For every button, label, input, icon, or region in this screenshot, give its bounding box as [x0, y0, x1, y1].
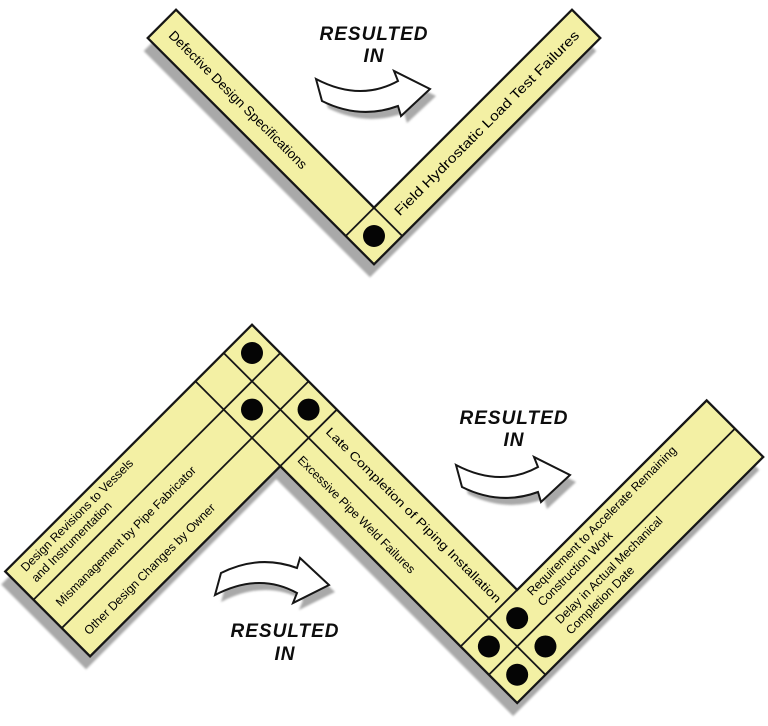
bar-divider-line	[373, 207, 403, 237]
resulted-in-label: RESULTED	[320, 24, 429, 45]
bar-divider-line	[194, 380, 281, 467]
resulted-in-label: RESULTED	[231, 621, 340, 642]
bar-divider-line	[223, 352, 547, 676]
cause-bar-label: Defective Design Specifications	[166, 28, 310, 172]
curved-arrow-icon	[213, 556, 331, 606]
bar-divider-line	[61, 380, 310, 629]
top-v-diagram: Defective Design Specifications Field Hy…	[143, 8, 602, 278]
bar-divider-line	[32, 352, 281, 601]
curved-arrow-icon	[454, 454, 572, 504]
effect-bar-label: Field Hydrostatic Load Test Failures	[391, 28, 582, 219]
relationship-dot	[363, 225, 385, 247]
relationship-dot	[297, 398, 320, 421]
resulted-in-arrow	[314, 68, 436, 123]
resulted-in-arrow	[454, 454, 576, 509]
relationship-dot	[506, 607, 529, 630]
bar-divider-line	[345, 207, 375, 237]
bar-divider-line	[459, 399, 708, 648]
relationship-dot	[506, 663, 529, 686]
curved-arrow-icon	[314, 68, 432, 118]
resulted-in-label: IN	[504, 430, 525, 451]
resulted-in-label: IN	[275, 644, 296, 665]
relationship-dot	[477, 635, 500, 658]
relationship-dot	[241, 398, 263, 421]
relationship-dot	[534, 635, 557, 658]
relationship-dot	[241, 342, 263, 364]
bar-divider-line	[488, 428, 736, 676]
resulted-in-label: RESULTED	[460, 408, 569, 429]
resulted-in-arrow	[213, 556, 335, 610]
resulted-in-label: IN	[364, 46, 385, 67]
